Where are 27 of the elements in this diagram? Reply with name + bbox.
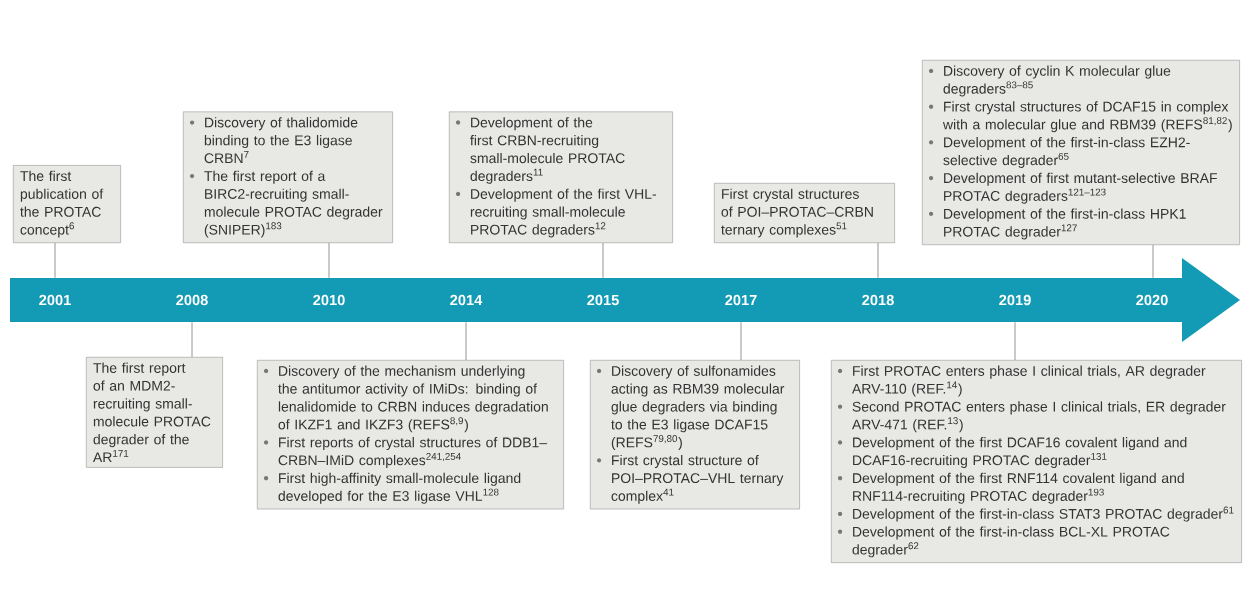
connector-line [191, 321, 193, 358]
event-box: The first publication of the PROTAC concept$^{6}$ [13, 165, 121, 243]
event-box: First PROTAC enters phase I clinical trials, AR degrader ARV-110 (REF.$^{14}$) Second PROTAC enters phase I clinical trials, ER degrader ARV-471 (REF.$^{13}$) Development of the first DCAF16 covalent ligand and DCAF16-recruiting PROTAC degrader$^{131}$ Development of the first RNF114 covalent ligand and RNF114-recruiting PROTAC degrader$^{193}$ Development of the first-in-class STAT3 PROTAC degrader$^{61}$ Development of the first-in-class BCL-XL PROTAC degrader$^{62}$ [831, 360, 1242, 563]
event-box: First crystal structures of POI–PROTAC–CRBN ternary complexes$^{51}$ [714, 183, 895, 243]
event-box: Discovery of cyclin K molecular glue degraders$^{83–85}$ First crystal structures of DCAF15 in complex with a molecular glue and RBM39 (REFS$^{81,82}$) Development of the first-in-class EZH2-selective degrader$^{65}$ Development of first mutant-selective BRAF PROTAC degraders$^{121–123}$ Development of the first-in-class HPK1 PROTAC degrader$^{127}$ [922, 59, 1240, 245]
connector-line [1014, 321, 1016, 361]
year-label: 2010 [313, 294, 345, 306]
event-box: Development of the first CRBN-recruiting small-molecule PROTAC degraders$^{11}$ Development of the first VHL-recruiting small-molecule PROTAC degraders$^{12}$ [449, 111, 673, 243]
year-label: 2001 [39, 294, 71, 306]
event-box: Discovery of sulfonamides acting as RBM39 molecular glue degraders via binding to the E3 ligase DCAF15 (REFS$^{79,80}$) First crystal structure of POI–PROTAC–VHL ternary complex$^{41}$ [590, 360, 800, 510]
year-label: 2015 [587, 294, 619, 306]
connector-line [1152, 244, 1154, 279]
year-label: 2017 [725, 294, 757, 306]
year-label: 2014 [450, 294, 483, 306]
year-label: 2020 [1136, 294, 1168, 306]
year-label: 2018 [862, 294, 894, 306]
year-label: 2019 [999, 294, 1031, 306]
connector-line [328, 242, 330, 279]
year-label: 2008 [176, 294, 208, 306]
event-box: Discovery of the mechanism underlying the antitumor activity of IMiDs: binding of lenalidomide to CRBN induces degradation of IKZF1 and IKZF3 (REFS$^{8,9}$) First reports of crystal structures of DDB1–CRBN–IMiD complexes$^{241,254}$ First high-affinity small-molecule ligand developed for the E3 ligase VHL$^{128}$ [257, 360, 564, 510]
event-box: The first report of an MDM2-recruiting small-molecule PROTAC degrader of the AR$^{171}$ [86, 357, 223, 468]
connector-line [465, 321, 467, 361]
event-box: Discovery of thalidomide binding to the E3 ligase CRBN$^{7}$ The first report of a BIRC2-recruiting small-molecule PROTAC degrader (SNIPER)$^{183}$ [183, 111, 393, 243]
connector-line [877, 242, 879, 279]
connector-line [740, 321, 742, 361]
connector-line [602, 242, 604, 279]
connector-line [54, 242, 56, 279]
